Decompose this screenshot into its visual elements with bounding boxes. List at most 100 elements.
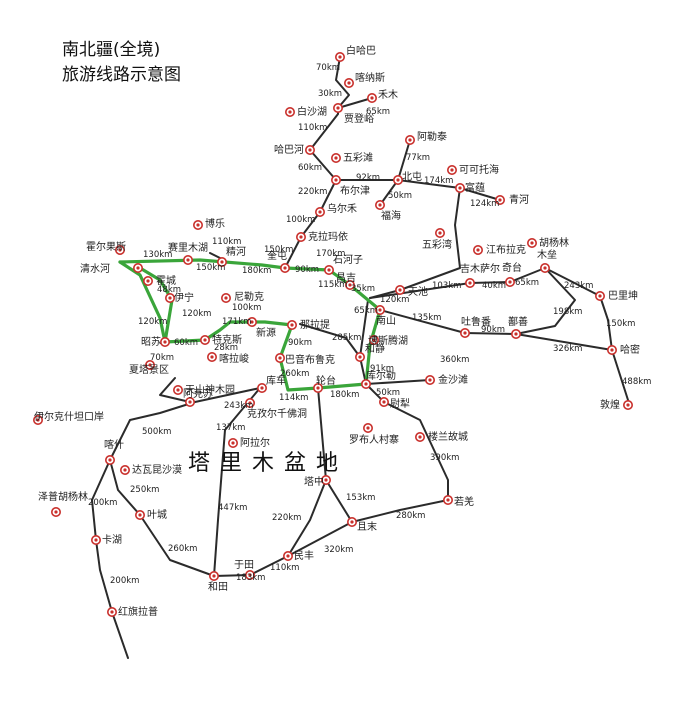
place-label-xiatayuan: 夏塔景区 (129, 363, 169, 376)
node-dot-alaer (231, 441, 235, 445)
place-label-kanas: 喀纳斯 (355, 71, 385, 84)
distance-label: 28km (214, 343, 238, 353)
node-dot-bayinbuluke (278, 356, 282, 360)
node-dot-habahe (308, 148, 312, 152)
node-dot-jinghe (220, 260, 224, 264)
node-dot-fuhai (378, 203, 382, 207)
place-label-hejing: 和静 (365, 342, 385, 355)
place-label-jinghe: 精河 (226, 245, 246, 258)
distance-label: 220km (272, 513, 301, 523)
place-label-keketuohai: 可可托海 (459, 163, 499, 176)
node-dot-ruoqiang (446, 498, 450, 502)
place-label-dunhuang: 敦煌 (600, 398, 620, 411)
distance-label: 390km (430, 453, 459, 463)
distance-label: 130km (143, 250, 172, 260)
place-label-mulei: 木垒 (537, 248, 557, 261)
distance-label: 183km (236, 573, 265, 583)
distance-label: 250km (130, 485, 159, 495)
distance-label: 65km (354, 306, 378, 316)
distance-label: 100km (286, 215, 315, 225)
node-dot-wucaitan_n (334, 156, 338, 160)
place-label-qiemo: 且末 (357, 520, 377, 533)
node-dot-luobu (366, 426, 370, 430)
place-label-aksu: 阿克苏 (183, 387, 213, 400)
distance-label: 150km (606, 319, 635, 329)
distance-label: 115km (318, 280, 347, 290)
distance-label: 320km (324, 545, 353, 555)
distance-label: 150km (264, 245, 293, 255)
place-label-jinshatan: 金沙滩 (438, 373, 468, 386)
place-label-xinyuan: 新源 (256, 326, 276, 339)
node-dot-baihaba (338, 55, 342, 59)
place-label-korla: 库尔勒 (366, 369, 396, 382)
place-label-minfeng: 民丰 (294, 549, 314, 562)
node-dot-beitun (396, 178, 400, 182)
distance-label: 92km (356, 173, 380, 183)
place-label-hotan: 和田 (208, 581, 228, 593)
node-dot-xiatayuan (148, 363, 152, 367)
route-nodes (32, 51, 633, 617)
node-dot-qinghe (498, 198, 502, 202)
place-label-habahe: 哈巴河 (274, 143, 304, 156)
distance-label: 171km (222, 317, 251, 327)
node-dot-bosten (372, 338, 376, 342)
distance-label: 120km (182, 309, 211, 319)
place-label-bayinbuluke: 巴音布鲁克 (285, 353, 335, 366)
distance-label: 35km (351, 284, 375, 294)
node-dot-daklimakan (123, 468, 127, 472)
node-dot-tekesi (203, 338, 207, 342)
distance-label: 48km (157, 285, 181, 295)
node-dot-qingshuihe (136, 266, 140, 270)
node-dot-nileke (224, 296, 228, 300)
place-label-tianshan_forest: 天山神木园 (185, 383, 235, 396)
node-dot-karamay (299, 235, 303, 239)
distance-label: 114km (279, 393, 308, 403)
node-dot-khorgos (118, 248, 122, 252)
place-label-yutian: 于田 (234, 560, 254, 571)
node-dot-baishahu (288, 110, 292, 114)
place-label-huocheng: 霍城 (156, 275, 176, 287)
node-dot-burqin (334, 178, 338, 182)
place-label-jiangbulake: 江布拉克 (486, 243, 526, 256)
distance-label: 326km (553, 344, 582, 354)
node-dot-fuyun (458, 186, 462, 190)
place-label-kuqa: 库车 (266, 374, 286, 387)
place-label-alaer: 阿拉尔 (240, 436, 270, 449)
distance-label: 60km (298, 163, 322, 173)
distance-label: 220km (298, 187, 327, 197)
node-dot-minfeng (286, 554, 290, 558)
node-dot-kizil (248, 401, 252, 405)
place-label-bole: 博乐 (205, 217, 225, 230)
distance-label: 90km (295, 265, 319, 275)
node-dot-hami (610, 348, 614, 352)
distance-label: 285km (332, 333, 361, 343)
place-label-beitun: 北屯 (402, 170, 422, 183)
distance-label: 70km (316, 63, 340, 73)
node-dot-huyanglin_e (530, 241, 534, 245)
distance-label: 280km (396, 511, 425, 521)
distance-label: 170km (316, 249, 345, 259)
distance-label: 198km (553, 307, 582, 317)
distance-label: 77km (406, 153, 430, 163)
node-dot-changji (348, 283, 352, 287)
node-dot-qitai (508, 280, 512, 284)
place-label-tekesi: 特克斯 (212, 333, 242, 346)
node-dot-yutian (248, 573, 252, 577)
node-dot-wucaiwan (438, 231, 442, 235)
node-dot-bole (196, 223, 200, 227)
distance-label: 260km (280, 369, 309, 379)
place-label-luntai: 轮台 (316, 374, 336, 387)
node-dot-hotan (212, 574, 216, 578)
distance-label: 120km (138, 317, 167, 327)
place-label-kuitun: 奎屯 (267, 249, 287, 262)
place-label-nileke: 尼勒克 (234, 290, 264, 303)
distance-label: 447km (218, 503, 247, 513)
node-dot-tianchi (398, 288, 402, 292)
place-label-loulan: 楼兰故城 (428, 430, 468, 443)
distance-label: 180km (242, 266, 271, 276)
node-dot-hejing (358, 355, 362, 359)
place-label-changji: 昌吉 (336, 272, 356, 284)
place-label-ruoqiang: 若羌 (454, 495, 474, 508)
distance-label: 60km (174, 338, 198, 348)
node-dot-keketuohai (450, 168, 454, 172)
